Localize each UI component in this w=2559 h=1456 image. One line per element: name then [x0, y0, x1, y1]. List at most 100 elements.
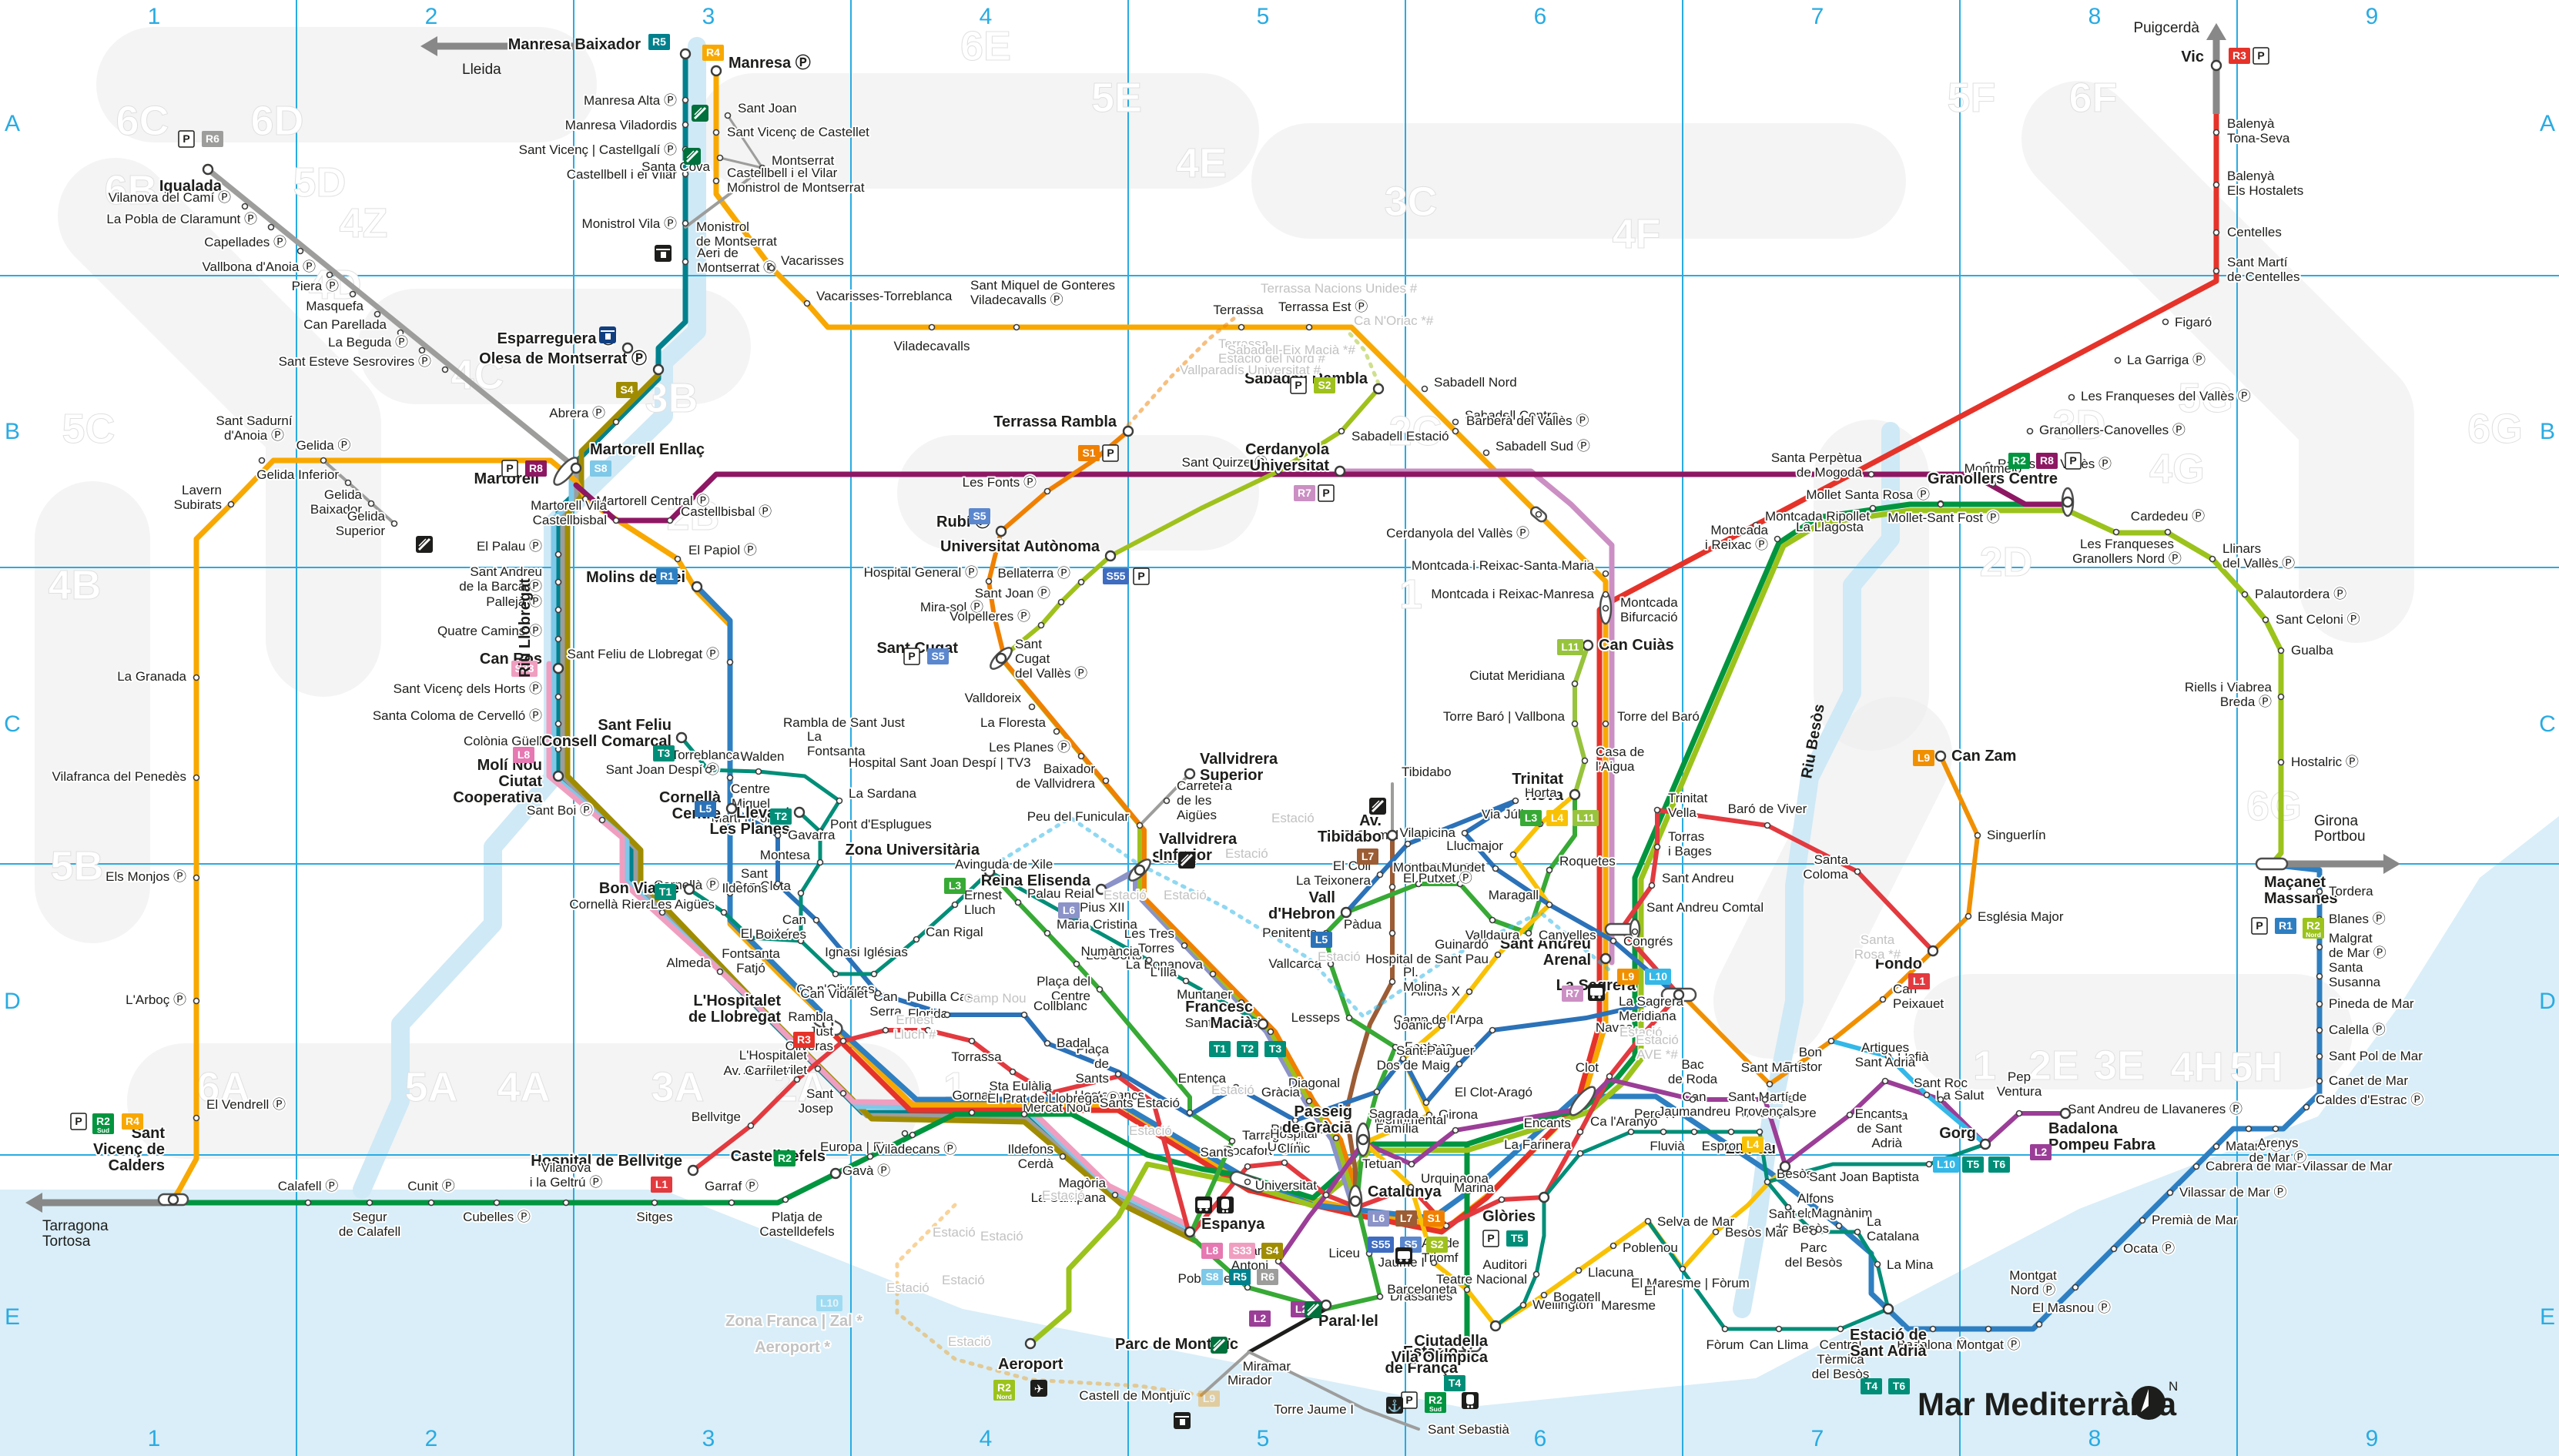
svg-text:Glòries: Glòries	[1482, 1208, 1536, 1225]
station-urgell: Urgell	[1266, 1138, 1303, 1166]
zone-label-6F: 6F	[2068, 75, 2117, 121]
svg-text:Premià de Mar: Premià de Mar	[2152, 1213, 2238, 1227]
svg-text:L1: L1	[655, 1178, 668, 1190]
zone-label-3A: 3A	[651, 1064, 704, 1110]
station-pere-iv: Pere IV	[1627, 1105, 1680, 1136]
line-T-WEST	[679, 735, 992, 976]
svg-text:Vic: Vic	[2181, 49, 2204, 65]
svg-text:Monistrol Vila Ⓟ: Monistrol Vila Ⓟ	[582, 216, 677, 231]
station-llucmajor: Llucmajor	[1445, 837, 1517, 859]
svg-text:Selva de Mar: Selva de Mar	[1657, 1214, 1734, 1229]
zone-label-6B: 6B	[104, 167, 157, 213]
train-icon	[1217, 1197, 1234, 1213]
svg-text:Sant Joan Despí Ⓟ: Sant Joan Despí Ⓟ	[606, 762, 719, 777]
svg-text:Mataró Ⓟ: Mataró Ⓟ	[2226, 1139, 2283, 1153]
svg-text:Girona: Girona	[1439, 1107, 1479, 1122]
svg-text:Sabadell Centre: Sabadell Centre	[1465, 408, 1559, 423]
station-congr-s: Congrés	[1609, 932, 1674, 950]
zone-label-3C: 3C	[1384, 179, 1437, 225]
line-R4	[170, 68, 1609, 1231]
svg-text:Montbau: Montbau	[1393, 860, 1444, 875]
svg-text:Cerdanyola del Vallès Ⓟ: Cerdanyola del Vallès Ⓟ	[1386, 526, 1529, 541]
station-mira-sol: Mira-sol Ⓟ	[919, 598, 998, 620]
badge-L2: L2	[2030, 1144, 2052, 1160]
svg-text:Bellvitge: Bellvitge	[692, 1110, 741, 1124]
badge-T5: T5	[1506, 1230, 1528, 1247]
svg-text:R4: R4	[126, 1115, 139, 1127]
svg-text:P: P	[908, 650, 915, 662]
station-bellvitge: Bellvitge	[690, 1108, 755, 1130]
svg-text:El Putxet Ⓟ: El Putxet Ⓟ	[1403, 871, 1472, 885]
svg-text:S2: S2	[1318, 379, 1331, 391]
station-ca-n-oliveres: Ca n'Oliveres	[795, 970, 876, 998]
svg-text:Montcada i Reixac-Manresa: Montcada i Reixac-Manresa	[1431, 587, 1594, 601]
line-T1-SPUR	[687, 887, 803, 943]
grid-col-5: 5	[1257, 1426, 1270, 1451]
svg-text:El Carmel: El Carmel	[1341, 828, 1398, 842]
station-sant-quirze: Sant Quirze Ⓟ	[1181, 454, 1282, 475]
svg-text:P: P	[2069, 454, 2076, 467]
station-vilanova-del-cam: Vilanova del Camí Ⓟ	[107, 189, 249, 210]
zone-label-2E: 2E	[2028, 1043, 2079, 1089]
station-horta: Horta	[1512, 784, 1559, 805]
station-camp-nou: Camp Nou	[962, 989, 1027, 1007]
grid-col-8: 8	[2088, 1426, 2102, 1451]
svg-text:L'Arboç Ⓟ: L'Arboç Ⓟ	[126, 992, 186, 1007]
station-manresa-alta: Manresa Alta Ⓟ	[582, 92, 689, 109]
svg-text:Vacarisses-Torreblanca: Vacarisses-Torreblanca	[816, 289, 953, 303]
station-ciutat-meridiana: Ciutat Meridiana	[1468, 667, 1579, 688]
svg-text:Església Major: Església Major	[1978, 909, 2064, 924]
badge-L9: L9	[1913, 750, 1934, 766]
svg-text:L4: L4	[1747, 1138, 1760, 1150]
badge-T6: T6	[1888, 1378, 1910, 1394]
station-abrera: Abrera Ⓟ	[548, 404, 620, 426]
svg-text:Encants: Encants	[1524, 1116, 1571, 1130]
svg-text:Sant Pol de Mar: Sant Pol de Mar	[2329, 1049, 2423, 1063]
badge-L6: L6	[1058, 902, 1080, 919]
compass-n: N	[2169, 1379, 2178, 1394]
station-vallbona-d-anoia: Vallbona d'Anoia Ⓟ	[200, 258, 333, 279]
zone-label-1: 1	[943, 1064, 966, 1110]
station-av-carrilet: Av. Carrilet	[722, 1062, 801, 1083]
svg-text:T3: T3	[658, 747, 671, 759]
svg-text:T1: T1	[1214, 1043, 1227, 1055]
svg-text:Camp Nou: Camp Nou	[963, 991, 1026, 1006]
station-manresa: Manresa Ⓟ	[710, 52, 812, 77]
zone-label-4A: 4A	[497, 1064, 550, 1110]
svg-text:Mundet: Mundet	[1442, 860, 1485, 875]
svg-text:Abrera Ⓟ: Abrera Ⓟ	[549, 406, 605, 420]
svg-text:Torrassa: Torrassa	[951, 1049, 1002, 1064]
svg-text:Estació: Estació	[942, 1273, 985, 1287]
svg-text:R2: R2	[2306, 919, 2320, 932]
badge-P: P	[178, 130, 195, 148]
svg-text:Hostalric Ⓟ: Hostalric Ⓟ	[2291, 755, 2359, 769]
zone-label-3E: 3E	[2094, 1043, 2145, 1089]
station-estaci: Estació	[1270, 809, 1316, 827]
station-gorg: Gorg	[1938, 1123, 1991, 1150]
station-les-planes: Les Planes Ⓟ	[987, 738, 1085, 760]
station-estaci: Estació	[931, 1223, 977, 1241]
svg-text:Fontana: Fontana	[1405, 1039, 1453, 1054]
svg-text:El Papiol Ⓟ: El Papiol Ⓟ	[688, 543, 757, 557]
station-marina: Marina	[1452, 1179, 1506, 1203]
svg-text:L10: L10	[820, 1297, 839, 1309]
station-cubelles: Cubelles Ⓟ	[461, 1199, 532, 1226]
